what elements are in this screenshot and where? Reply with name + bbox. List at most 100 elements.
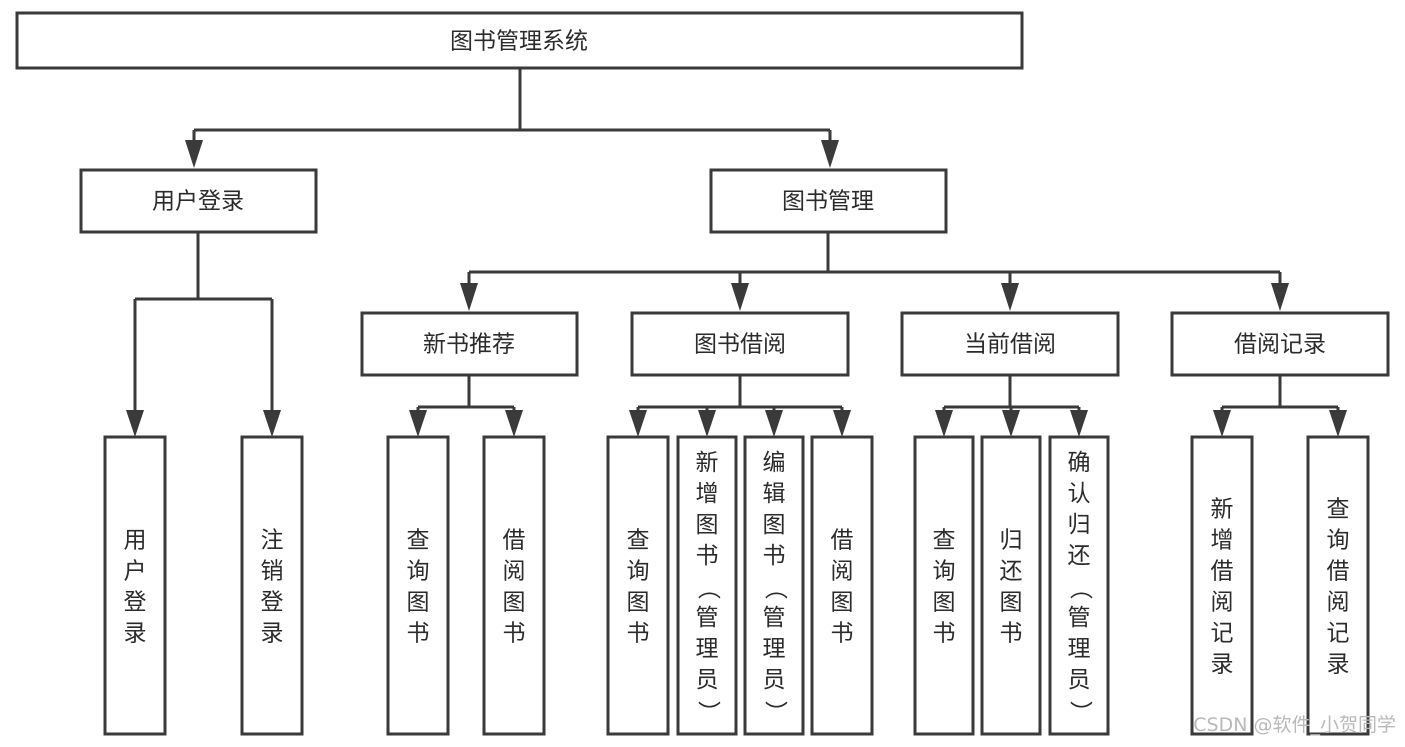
leaf-label-char: ） [695, 701, 721, 724]
leaf-label-char: 记 [1211, 621, 1234, 647]
leaf-box-query-book-current [913, 435, 975, 736]
node-label-root: 图书管理系统 [450, 29, 588, 55]
leaf-label-char: 图 [763, 512, 786, 538]
arrow-head-leaf-add-book [698, 410, 716, 437]
leaf-label-char: 查 [1327, 497, 1350, 523]
arrow-head-leaf-user-login [126, 410, 144, 437]
leaf-label-char: （ [1067, 577, 1093, 600]
leaf-label-char: 询 [627, 559, 650, 585]
leaf-label-char: 书 [831, 621, 854, 647]
arrow-head-leaf-return-book [1002, 410, 1020, 437]
node-label-book-borrowing: 图书借阅 [694, 332, 786, 358]
arrow-head-leaf-add-record [1213, 410, 1231, 437]
node-box-current-borrowing [900, 311, 1120, 377]
leaf-label-char: 录 [124, 621, 147, 647]
leaf-label-char: （ [762, 577, 788, 600]
leaf-label-char: 辑 [763, 481, 786, 507]
connector-layer [126, 68, 1347, 437]
leaf-label-char: 还 [1068, 543, 1091, 569]
leaf-label-char: 新 [696, 450, 719, 476]
leaf-label-char: 查 [407, 528, 430, 554]
leaf-label-char: 图 [627, 590, 650, 616]
leaf-label-char: 增 [1211, 528, 1234, 554]
arrow-head-leaf-edit-book [765, 410, 783, 437]
node-new-book-recommendation[interactable]: 新书推荐 [360, 311, 579, 377]
node-box-book-borrowing [630, 311, 850, 377]
leaf-box-add-borrow-record [1190, 435, 1254, 736]
leaf-label-char: 理 [696, 636, 719, 662]
leaf-label-user-login: 用户登录 [124, 528, 147, 647]
leaf-label-char: 录 [1211, 652, 1234, 678]
node-user-login[interactable]: 用户登录 [79, 168, 318, 234]
leaf-label-char: 书 [696, 543, 719, 569]
node-book-borrowing[interactable]: 图书借阅 [630, 311, 850, 377]
node-box-book-management [709, 168, 948, 234]
leaf-label-char: 阅 [1211, 590, 1234, 616]
leaf-label-char: 归 [1068, 512, 1091, 538]
leaf-label-char: 查 [627, 528, 650, 554]
leaf-label-char: 注 [261, 528, 284, 554]
node-label-borrowing-record: 借阅记录 [1234, 332, 1326, 358]
leaf-box-borrow-book-rec [482, 435, 546, 736]
leaf-label-char: 图 [696, 512, 719, 538]
leaf-label-char: 录 [261, 621, 284, 647]
leaf-label-char: 理 [1068, 636, 1091, 662]
leaf-label-char: 阅 [1327, 590, 1350, 616]
node-borrowing-record[interactable]: 借阅记录 [1170, 311, 1390, 377]
node-box-new-book-recommendation [360, 311, 579, 377]
node-label-book-management: 图书管理 [782, 189, 874, 215]
leaf-node-user-login[interactable]: 用户登录 [103, 435, 167, 736]
arrow-head-leaf-confirm-return [1070, 410, 1088, 437]
leaf-label-char: 书 [503, 621, 526, 647]
node-label-current-borrowing: 当前借阅 [964, 332, 1056, 358]
leaf-box-edit-book [743, 435, 805, 736]
leaf-label-char: 登 [124, 590, 147, 616]
leaf-box-query-borrow-record [1306, 435, 1370, 736]
leaf-label-char: 归 [1000, 528, 1023, 554]
leaf-label-char: 借 [1211, 559, 1234, 585]
arrow-head-leaf-logout [263, 410, 281, 437]
arrow-head-user-login [185, 140, 203, 168]
arrow-head-book-mgmt [821, 140, 839, 168]
node-current-borrowing[interactable]: 当前借阅 [900, 311, 1120, 377]
leaf-box-add-book [676, 435, 738, 736]
node-label-new-book-recommendation: 新书推荐 [423, 332, 515, 358]
leaf-label-char: 书 [933, 621, 956, 647]
leaf-label-char: 书 [763, 543, 786, 569]
leaf-label-char: 询 [933, 559, 956, 585]
node-book-management[interactable]: 图书管理 [709, 168, 948, 234]
leaf-box-logout [240, 435, 304, 736]
node-root-book-management-system[interactable]: 图书管理系统 [15, 11, 1024, 70]
leaf-box-confirm-return [1048, 435, 1110, 736]
arrow-head-current-borrow [1001, 283, 1019, 311]
leaf-label-char: 图 [933, 590, 956, 616]
arrow-head-new-book-rec [460, 283, 478, 311]
leaf-label-char: 阅 [503, 559, 526, 585]
leaf-label-char: ） [762, 701, 788, 724]
leaf-label-char: 认 [1068, 481, 1091, 507]
leaf-box-borrow-book [810, 435, 874, 736]
